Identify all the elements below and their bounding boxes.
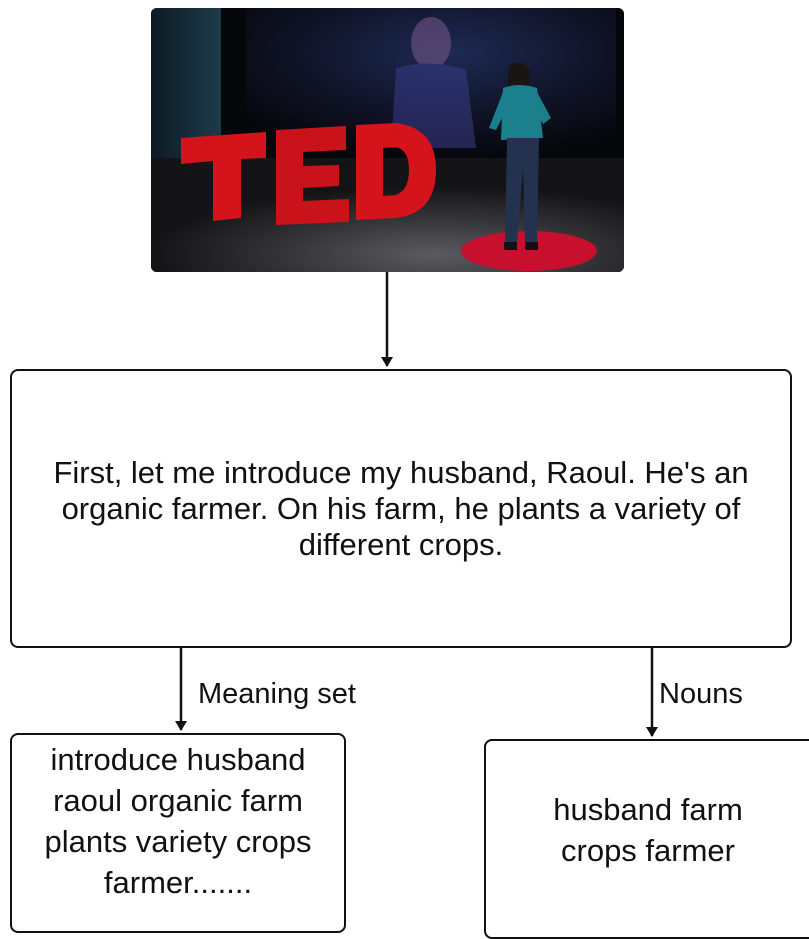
meaning-set-box: introduce husband raoul organic farm pla… [10,733,346,933]
meaning-set-label: Meaning set [198,678,356,710]
projected-speaker [391,17,476,148]
speaker-figure [489,62,551,250]
nouns-box: husband farm crops farmer [484,739,809,939]
transcript-text: First, let me introduce my husband, Raou… [53,454,749,562]
meaning-set-text: introduce husband raoul organic farm pla… [44,742,312,900]
nouns-text: husband farm crops farmer [553,792,743,868]
ted-letters [181,123,436,225]
ted-stage-illustration [151,8,624,272]
red-carpet-circle [461,231,597,271]
transcript-box: First, let me introduce my husband, Raou… [10,369,792,648]
ted-talk-photo [151,8,624,272]
nouns-label: Nouns [659,678,743,710]
